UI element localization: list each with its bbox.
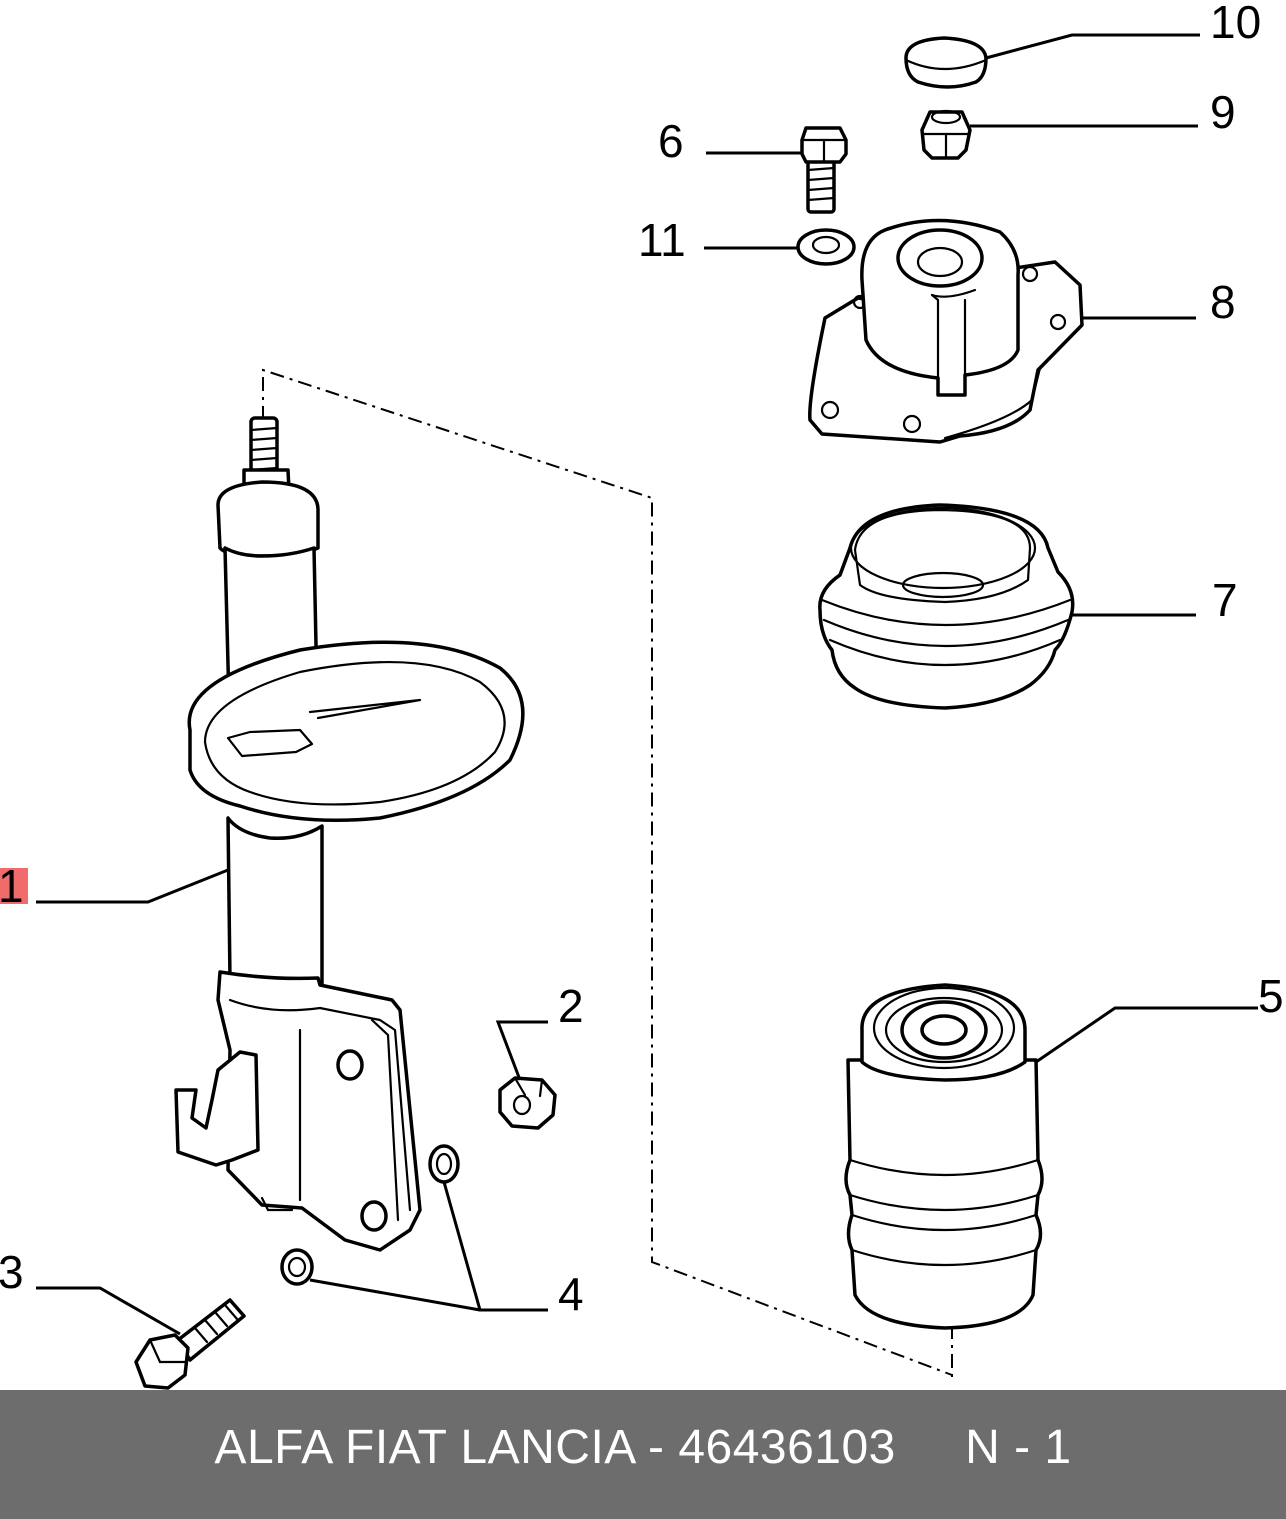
callout-2: 2 [558,980,584,1032]
dust-cap[interactable] [904,36,988,89]
callout-7: 7 [1212,574,1238,626]
callout-4: 4 [558,1268,584,1320]
callout-10: 10 [1210,0,1261,48]
callout-11: 11 [638,214,686,266]
washer-pair[interactable] [280,1144,460,1286]
dust-boot[interactable] [844,983,1044,1330]
strut-top-mount[interactable] [808,218,1084,444]
callout-8: 8 [1210,276,1236,328]
leader-line-3 [36,1286,181,1336]
leader-line-4a [442,1181,548,1312]
mount-bolt[interactable] [800,126,848,214]
part-number: 46436103 [678,1421,896,1474]
bolt[interactable] [134,1298,246,1390]
footer-caption: ALFA FIAT LANCIA - 46436103 N - 1 [0,1420,1286,1475]
callout-9: 9 [1210,86,1236,138]
callout-1-highlight [0,868,28,904]
brand-label: ALFA FIAT LANCIA [214,1421,635,1474]
callout-5: 5 [1258,970,1284,1022]
callout-3: 3 [0,1246,24,1298]
assembly-boundary [262,368,953,1376]
bearing-ring[interactable] [818,503,1075,710]
callout-6: 6 [658,115,684,167]
parts-diagram: 1 2 3 4 5 6 7 8 9 10 11 [0,0,1284,1390]
top-nut[interactable] [920,109,972,160]
leader-line-1 [36,868,229,904]
leader-line-2 [495,1020,548,1081]
callout-1: 1 [0,860,24,912]
footer-bar: ALFA FIAT LANCIA - 46436103 N - 1 [0,1390,1286,1519]
shock-absorber-strut[interactable] [174,416,525,1252]
leader-line-4b [309,1278,481,1312]
sheet-label: N - 1 [965,1421,1072,1474]
leader-line-5 [1035,1006,1258,1064]
hex-nut[interactable] [498,1076,557,1130]
spacer [896,1421,965,1474]
separator: - [634,1421,679,1474]
small-washer[interactable] [796,228,856,266]
leader-line-10 [985,33,1200,60]
